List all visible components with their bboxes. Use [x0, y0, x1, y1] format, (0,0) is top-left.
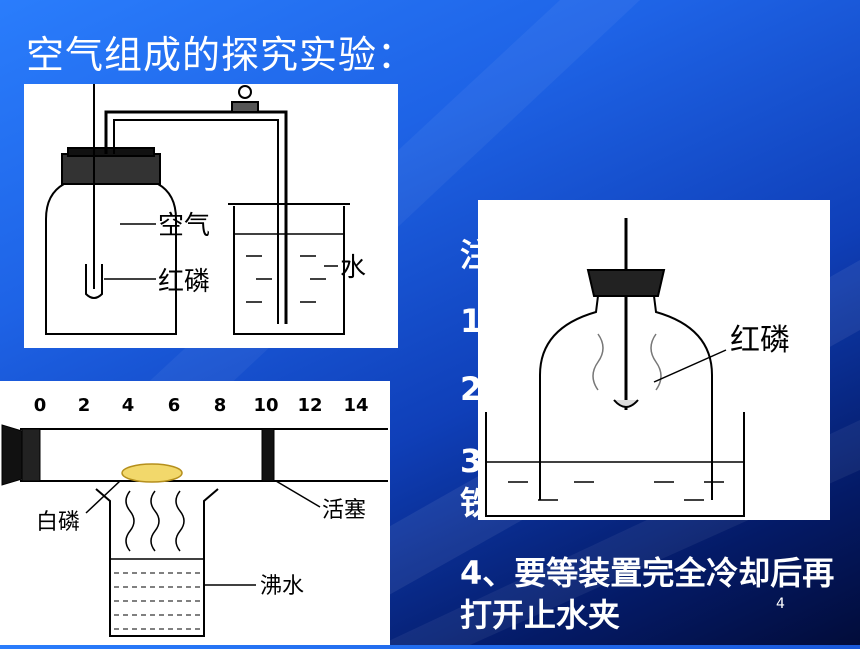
apparatus-diagram-bottle-beaker: 空气 红磷 水	[24, 84, 398, 348]
label-water: 水	[340, 253, 366, 283]
ruler-tick-0: 0	[34, 395, 47, 416]
ruler-tick-4: 4	[122, 395, 135, 416]
label-red-phosphorus-c: 红磷	[730, 323, 790, 358]
note-item-4: 4、要等装置完全冷却后再打开止水夹	[460, 554, 835, 634]
apparatus-diagram-bell-jar: 红磷	[478, 200, 830, 520]
apparatus-diagram-tube-ruler: 0 2 4 6 8 10 12 14	[0, 381, 390, 645]
note-item-1: 1	[460, 302, 483, 340]
white-phosphorus-icon	[121, 463, 183, 483]
slide-title: 空气组成的探究实验：	[26, 33, 417, 77]
label-white-phosphorus: 白磷	[36, 510, 80, 535]
label-red-phosphorus-a: 红磷	[158, 267, 210, 297]
label-air: 空气	[158, 211, 210, 241]
ruler-tick-6: 6	[168, 395, 181, 416]
label-piston: 活塞	[322, 498, 366, 523]
label-boiling-water: 沸水	[260, 574, 304, 599]
ruler-tick-10: 10	[253, 395, 278, 416]
page-number: 4	[776, 596, 785, 612]
ruler-tick-8: 8	[214, 395, 227, 416]
ruler-tick-2: 2	[78, 395, 91, 416]
note-item-3-number: 3	[460, 442, 483, 480]
ruler-tick-12: 12	[297, 395, 322, 416]
ruler-tick-14: 14	[343, 395, 368, 416]
note-item-2: 2	[460, 370, 483, 408]
